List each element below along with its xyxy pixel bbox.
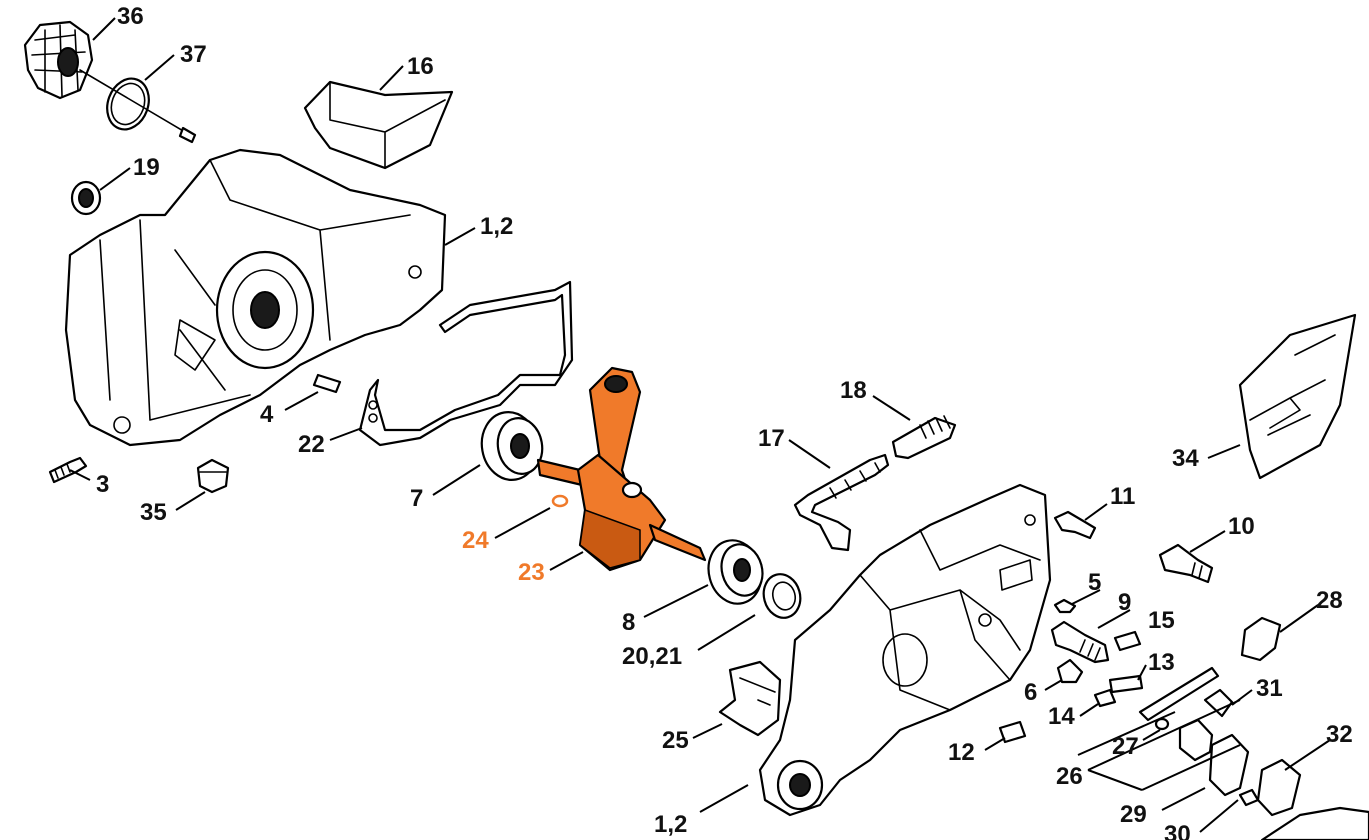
callout-35: 35 (140, 499, 167, 526)
callout-24: 24 (462, 527, 489, 554)
callout-37: 37 (180, 41, 207, 68)
callout-12: 12 (948, 739, 975, 766)
part-4-dowel-pin (312, 373, 342, 394)
part-35-plug (196, 458, 230, 494)
part-27-washer (1154, 717, 1170, 731)
callout-4: 4 (260, 401, 274, 428)
part-9-adjuster (1050, 620, 1110, 664)
part-7-ball-bearing (480, 411, 544, 481)
part-31-chain-tensioner (1138, 666, 1234, 722)
callout-26: 26 (1056, 763, 1083, 790)
part-25-bracket (718, 660, 782, 737)
callout-23: 23 (518, 559, 545, 586)
callout-25: 25 (662, 727, 689, 754)
callout-34: 34 (1172, 445, 1199, 472)
part-17-oil-hose (793, 453, 890, 552)
callout-8: 8 (622, 609, 635, 636)
callout-28: 28 (1316, 587, 1343, 614)
callout-5: 5 (1088, 569, 1101, 596)
part-8-ball-bearing (707, 539, 764, 605)
part-28-clip (1240, 616, 1282, 662)
part-34-decal (1238, 313, 1357, 480)
callout-7: 7 (410, 485, 423, 512)
part-32-cover (1256, 758, 1302, 817)
part-30-plate-edge (1260, 806, 1369, 840)
part-16-cover-plate (303, 80, 454, 170)
callout-22: 22 (298, 431, 325, 458)
part-24-ring (551, 494, 569, 508)
callout-3: 3 (96, 471, 109, 498)
part-6-sleeve (1056, 658, 1084, 684)
crankcase-half-upper (64, 148, 447, 447)
callout-36: 36 (117, 3, 144, 30)
callout-10: 10 (1228, 513, 1255, 540)
part-19-seal (70, 180, 102, 216)
part-14-grub-screw (1093, 688, 1117, 708)
callout-11: 11 (1110, 483, 1135, 510)
callout-13: 13 (1148, 649, 1175, 676)
part-37-o-ring (106, 77, 150, 131)
part-5-screw (1053, 598, 1077, 614)
part-22-gasket (358, 280, 574, 447)
part-10-spike-stud (1158, 543, 1214, 584)
part-13-pin (1108, 674, 1144, 694)
part-11-screw (1053, 510, 1097, 540)
callout-9: 9 (1118, 589, 1131, 616)
part-18-plunger (891, 415, 957, 460)
part-23-crankshaft (536, 366, 707, 572)
callout-1-2-top: 1,2 (480, 213, 513, 240)
callout-29: 29 (1120, 801, 1147, 828)
callout-32: 32 (1326, 721, 1353, 748)
callout-19: 19 (133, 154, 160, 181)
callout-6: 6 (1024, 679, 1037, 706)
part-15-grub-screw (1113, 630, 1142, 652)
callout-20-21: 20,21 (622, 643, 682, 670)
part-12-grub-screw (998, 720, 1027, 744)
callout-labels: 36 37 16 19 1,2 4 22 3 35 7 24 23 18 17 … (96, 3, 1353, 840)
part-29-plate (1208, 733, 1260, 807)
crankcase-half-lower (758, 483, 1052, 817)
callout-14: 14 (1048, 703, 1075, 730)
leader-lines (69, 17, 1331, 833)
callout-17: 17 (758, 425, 785, 452)
callout-27: 27 (1112, 733, 1139, 760)
callout-31: 31 (1256, 675, 1283, 702)
part-3-stud (48, 456, 88, 484)
callout-15: 15 (1148, 607, 1175, 634)
callout-18: 18 (840, 377, 867, 404)
part-20-21-oil-seal (762, 573, 802, 619)
callout-30: 30 (1164, 821, 1191, 840)
callout-16: 16 (407, 53, 434, 80)
callout-1-2-bottom: 1,2 (654, 811, 687, 838)
part-36-ignition-module (23, 20, 197, 144)
